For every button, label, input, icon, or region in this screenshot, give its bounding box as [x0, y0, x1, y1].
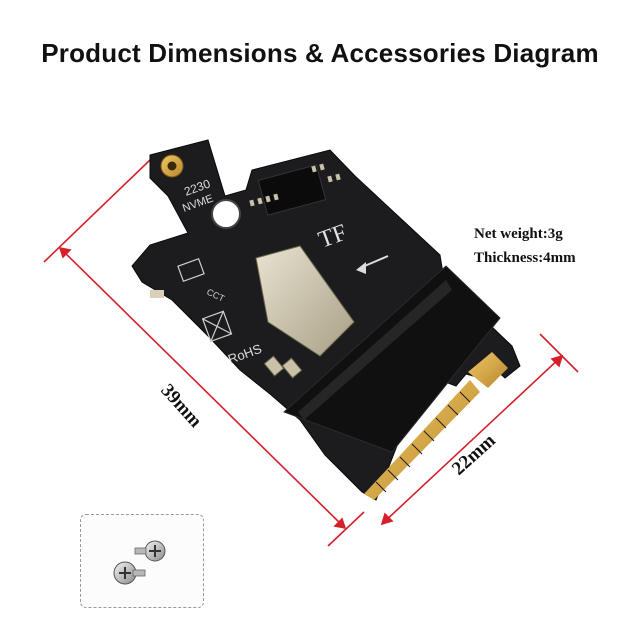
page-title: Product Dimensions & Accessories Diagram — [41, 38, 599, 68]
dimension-22mm-line — [380, 333, 579, 526]
dimension-39mm-line — [43, 159, 365, 547]
thickness-label: Thickness:4mm — [474, 250, 576, 266]
accessories-box — [80, 514, 204, 608]
screws-image — [113, 540, 166, 585]
screw-icon — [113, 561, 146, 585]
adapter-board — [131, 139, 521, 501]
screw-icon — [134, 540, 166, 562]
gold-fingers — [364, 352, 508, 500]
net-weight-label: Net weight:3g — [474, 226, 563, 242]
